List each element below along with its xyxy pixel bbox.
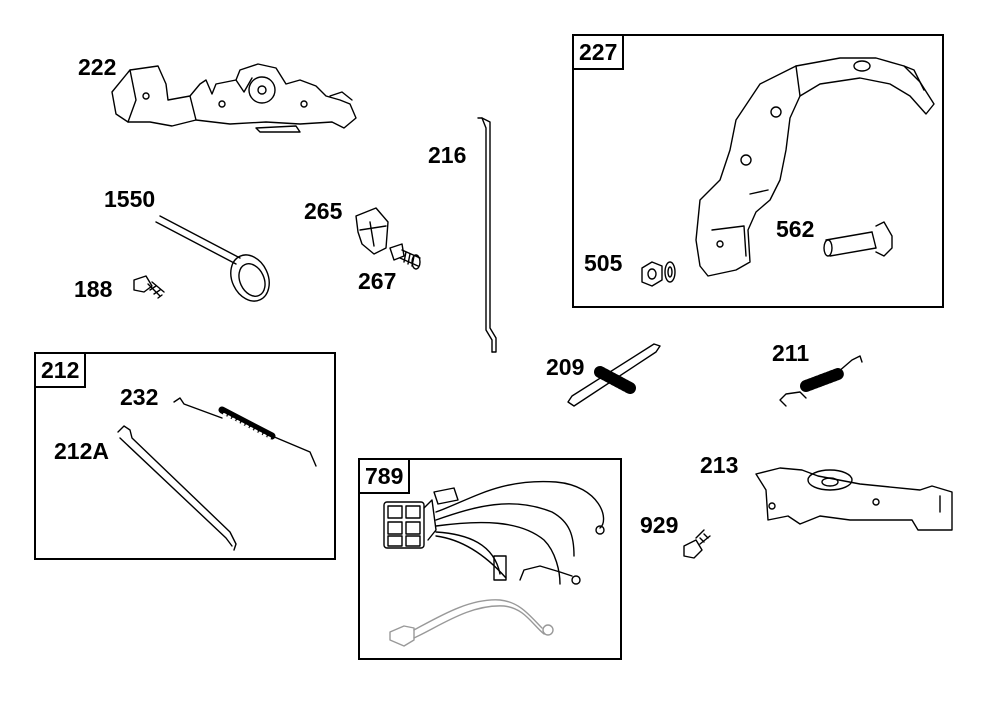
label-188: 188 [74, 276, 113, 302]
plate-213-part [755, 467, 953, 531]
pin-562-part [823, 221, 893, 257]
spring-link-part [155, 215, 270, 302]
label-222: 222 [78, 54, 117, 80]
spring-211-part [779, 355, 863, 407]
label-929: 929 [640, 512, 679, 538]
label-211: 211 [772, 340, 810, 366]
spring-232-part [173, 397, 317, 467]
screw-188-part [133, 275, 165, 299]
group-label-212: 212 [34, 352, 87, 388]
wire-harness-part [383, 480, 605, 647]
label-232: 232 [120, 384, 159, 410]
label-562: 562 [776, 216, 815, 242]
group-label-789: 789 [358, 458, 411, 494]
label-265: 265 [304, 198, 343, 224]
group-box-789: 789 [358, 458, 622, 660]
spring-209-part [567, 343, 661, 407]
group-box-227: 227 [572, 34, 944, 308]
clip-265-part [355, 207, 389, 255]
label-212a: 212A [54, 438, 109, 464]
rod-212a-part [117, 425, 237, 551]
control-bracket-part [111, 63, 357, 133]
screw-267-part [389, 243, 421, 270]
group-box-212: 212 [34, 352, 336, 560]
label-213: 213 [700, 452, 739, 478]
group-label-227: 227 [572, 34, 625, 70]
throttle-bracket-part [695, 57, 935, 277]
label-209: 209 [546, 354, 585, 380]
label-216: 216 [428, 142, 467, 168]
label-505: 505 [584, 250, 623, 276]
label-267: 267 [358, 268, 397, 294]
rod-216-part [477, 117, 497, 353]
screw-929-part [683, 529, 711, 559]
label-1550: 1550 [104, 186, 156, 212]
nut-505-part [641, 261, 676, 287]
